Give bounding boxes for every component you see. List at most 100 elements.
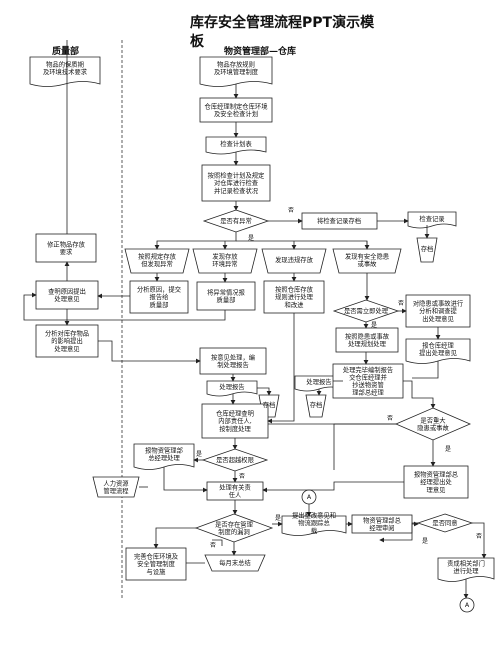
- n23-doc: [206, 380, 258, 397]
- n13-label-line-0: 发现有安全隐患: [345, 251, 389, 260]
- d5-label-line-0: 是否存在管理: [215, 519, 253, 528]
- d6-diamond: [416, 513, 474, 533]
- edge-label-yes-4: 是: [196, 451, 202, 458]
- n4-label-line-0: 检查计划表: [220, 139, 252, 148]
- n3-label-line-0: 仓库经理制定仓库环境: [205, 101, 268, 110]
- n13-label-line-1: 或事故: [358, 259, 378, 268]
- n15-label-line-2: 质量部: [150, 300, 169, 309]
- n30-label-line-2: 理意见: [427, 485, 446, 494]
- n13-manual: [332, 248, 402, 274]
- n29-label-line-0: 报物资管理部: [145, 445, 183, 454]
- n28-box: [201, 403, 269, 439]
- n12-manual: [261, 248, 327, 274]
- n4-doc: [205, 136, 267, 155]
- lane-logistics-label: 物资管理部—仓库: [224, 47, 297, 57]
- n5-label-line-1: 对仓库进行检查: [214, 178, 259, 187]
- d6-label-line-0: 是否同意: [432, 518, 457, 527]
- n35-label-line-0: 完善仓库环境及: [134, 552, 179, 561]
- n2-doc: [199, 56, 273, 87]
- n32-label-line-0: 处理有关责: [219, 482, 250, 491]
- n3-label-line-1: 及安全检查计划: [214, 109, 258, 118]
- n17-label-line-1: 规则进行处理: [275, 292, 313, 301]
- n11-manual: [192, 248, 258, 274]
- n1-doc: [29, 56, 101, 87]
- n12-label-line-0: 发现违规存放: [275, 255, 313, 264]
- n8-label-line-0: 存档: [421, 244, 434, 253]
- n37-label-line-1: 进行处理: [453, 566, 479, 575]
- n5-label-line-0: 按照检查计划及规定: [208, 171, 265, 180]
- n17-label-line-0: 按照仓库存放: [275, 285, 313, 294]
- n34-label-line-1: 经理审阅: [369, 523, 394, 532]
- n7-label-line-0: 检查记录: [419, 214, 444, 223]
- edge-label-yes-1: 是: [248, 235, 254, 242]
- d1-label-line-0: 是否有异常: [220, 216, 251, 225]
- n15-box: [129, 280, 189, 314]
- n20-box: [335, 327, 399, 353]
- n22-box: [199, 347, 267, 375]
- n27-label-line-0: 处理完毕编制报告: [343, 365, 393, 374]
- n10-manual: [124, 248, 190, 274]
- n26-label-line-0: 存档: [310, 400, 323, 409]
- c2-label-line-0: A: [465, 602, 470, 609]
- n10-label-line-1: 但发现异常: [141, 259, 172, 268]
- n1-label-line-1: 及环境技术要求: [43, 67, 88, 76]
- n27-label-line-1: 交仓库经理并: [349, 372, 387, 381]
- n31-label-line-0: 人力资源: [103, 478, 129, 487]
- n16-label-line-1: 质量部: [217, 295, 236, 304]
- n14-label-line-1: 处理意见: [54, 294, 79, 303]
- n32-label-line-1: 任人: [229, 490, 242, 499]
- edge-label-no-5: 否: [210, 542, 216, 549]
- n9-label-line-0: 修正物品存放: [47, 239, 85, 248]
- n7-doc: [407, 211, 457, 229]
- n30-label-line-1: 经理提出处: [420, 477, 452, 486]
- edge-label-no-2: 否: [398, 300, 404, 307]
- n35-label-line-2: 与设施: [147, 567, 167, 576]
- n19-label-line-0: 分析对库存物品: [45, 329, 89, 338]
- n27-label-line-3: 理部总经理: [352, 388, 384, 397]
- n15-label-line-0: 分析原因，提交: [137, 285, 182, 294]
- n37-doc: [437, 557, 495, 582]
- n16-box: [196, 281, 256, 311]
- n11-label-line-0: 发现存放: [212, 251, 238, 260]
- n35-box: [125, 547, 187, 581]
- n18-label-line-2: 出处理意见: [422, 314, 453, 323]
- n5-box: [201, 164, 271, 202]
- n2-label-line-1: 及环境管理制度: [214, 67, 259, 76]
- c1-label-line-0: A: [307, 494, 312, 501]
- d4-label-line-0: 是否超越权限: [216, 455, 254, 464]
- d3-label-line-0: 是否重大: [420, 415, 446, 424]
- n20-label-line-0: 按照隐患或事故: [345, 331, 390, 340]
- n31-label-line-1: 管理流程: [103, 486, 129, 495]
- n2-label-line-0: 物品存放规则: [217, 59, 255, 68]
- n33-label-line-2: 载: [311, 526, 318, 535]
- n19-label-line-1: 的影响提出: [51, 336, 82, 345]
- n8-archive: [416, 237, 438, 263]
- n30-box: [403, 465, 469, 499]
- n28-label-line-2: 按制度处理: [219, 424, 251, 433]
- d3-label-line-1: 隐患或事故: [417, 423, 449, 432]
- n33-doc: [281, 515, 347, 536]
- n9-label-line-1: 要求: [60, 247, 73, 256]
- d5-label-line-1: 制度的漏洞: [218, 527, 249, 536]
- n31-manual: [92, 476, 140, 498]
- edge-label-no-6: 否: [476, 533, 482, 540]
- edge-label-no-4: 否: [239, 473, 245, 480]
- n17-label-line-2: 和改进: [285, 300, 305, 309]
- n11-label-line-1: 环境异常: [212, 259, 237, 268]
- n21-doc: [405, 338, 471, 364]
- n23-label-line-0: 处理报告: [219, 382, 244, 391]
- n22-label-line-0: 按意见处理，编: [211, 352, 255, 361]
- n21-label-line-1: 提出处理意见: [419, 348, 457, 357]
- n27-label-line-2: 抄送物资管: [352, 380, 383, 389]
- n28-label-line-1: 内部责任人,: [218, 416, 252, 425]
- n21-label-line-0: 报仓库经理: [422, 340, 454, 349]
- n22-label-line-1: 制处理报告: [217, 360, 248, 369]
- edge-label-yes-3: 是: [445, 446, 451, 453]
- n29-label-line-1: 总经理处理: [148, 453, 180, 462]
- n14-label-line-0: 查明原因提出: [48, 286, 86, 295]
- n34-label-line-0: 物资管理部总: [363, 515, 401, 524]
- d2-label-line-0: 是否需立即处理: [344, 306, 389, 315]
- n36-label-line-0: 每月末总结: [219, 558, 250, 567]
- lane-quality-label: 质量部: [52, 47, 80, 57]
